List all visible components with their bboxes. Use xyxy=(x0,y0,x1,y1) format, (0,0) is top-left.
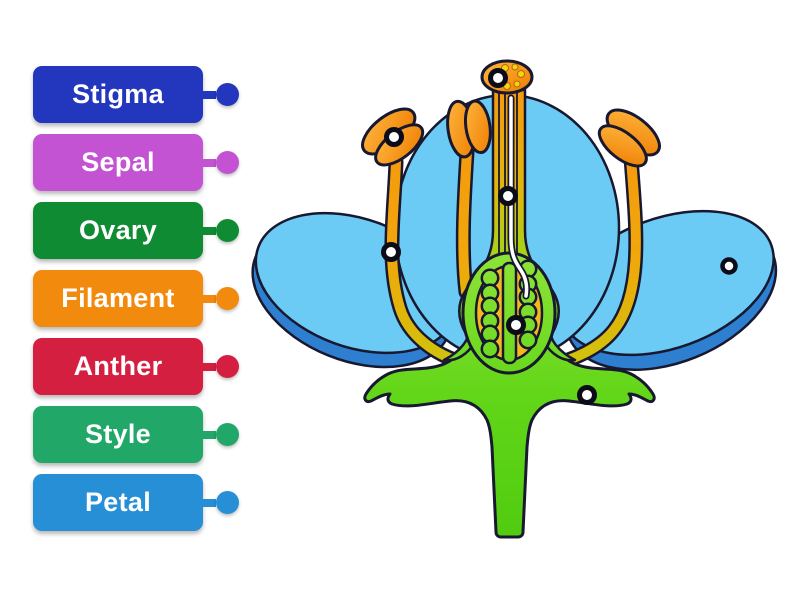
right-anther xyxy=(597,108,661,168)
label-row-ovary: Ovary xyxy=(33,202,239,259)
right-filament xyxy=(545,153,641,370)
label-chip-filament[interactable]: Filament xyxy=(33,270,203,327)
label-row-anther: Anther xyxy=(33,338,239,395)
label-connector-dot[interactable] xyxy=(216,151,239,174)
label-connector-stem xyxy=(203,362,216,371)
label-column: Stigma Sepal Ovary Filament Anther Style… xyxy=(33,66,239,531)
pollen-tube xyxy=(509,96,529,298)
label-row-sepal: Sepal xyxy=(33,134,239,191)
label-connector-dot[interactable] xyxy=(216,423,239,446)
label-chip-stigma[interactable]: Stigma xyxy=(33,66,203,123)
label-row-filament: Filament xyxy=(33,270,239,327)
target-dot-ovary[interactable] xyxy=(506,315,526,335)
label-chip-sepal[interactable]: Sepal xyxy=(33,134,203,191)
label-connector-stem xyxy=(203,226,216,235)
label-connector-stem xyxy=(203,90,216,99)
label-chip-anther[interactable]: Anther xyxy=(33,338,203,395)
left-filament xyxy=(386,157,471,369)
sepals-and-stem xyxy=(363,313,656,539)
label-row-stigma: Stigma xyxy=(33,66,239,123)
label-connector-dot[interactable] xyxy=(216,287,239,310)
label-connector-dot[interactable] xyxy=(216,219,239,242)
target-dot-sepal[interactable] xyxy=(577,385,597,405)
label-chip-style[interactable]: Style xyxy=(33,406,203,463)
target-dot-petal[interactable] xyxy=(720,257,738,275)
label-connector-stem xyxy=(203,498,216,507)
label-connector-stem xyxy=(203,430,216,439)
label-row-style: Style xyxy=(33,406,239,463)
label-chip-petal[interactable]: Petal xyxy=(33,474,203,531)
label-connector-stem xyxy=(203,158,216,167)
target-dot-anther[interactable] xyxy=(384,127,404,147)
target-dot-filament[interactable] xyxy=(381,242,401,262)
style-inner-lines xyxy=(498,92,518,262)
label-connector-dot[interactable] xyxy=(216,491,239,514)
stamens xyxy=(384,144,644,373)
label-connector-dot[interactable] xyxy=(216,355,239,378)
label-connector-dot[interactable] xyxy=(216,83,239,106)
ovules xyxy=(480,259,538,359)
center-filament xyxy=(458,147,472,297)
label-chip-ovary[interactable]: Ovary xyxy=(33,202,203,259)
center-anther xyxy=(446,99,492,159)
target-dots xyxy=(381,68,738,405)
target-dot-style[interactable] xyxy=(498,186,518,206)
label-connector-stem xyxy=(203,294,216,303)
target-dot-stigma[interactable] xyxy=(488,68,508,88)
ovary-central-column xyxy=(501,261,518,365)
label-row-petal: Petal xyxy=(33,474,239,531)
